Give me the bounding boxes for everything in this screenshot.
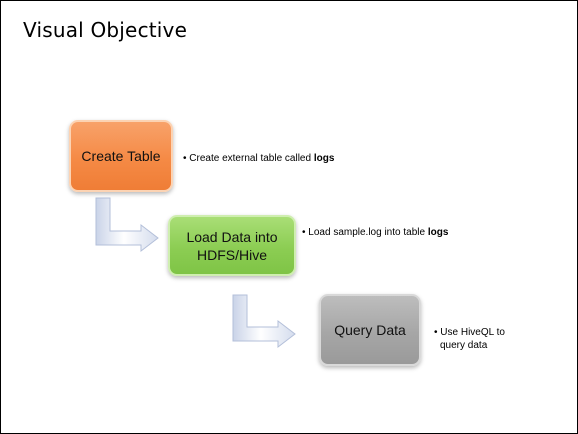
note-create-table: • Create external table called logs [183,152,334,165]
note-query-data: • Use HiveQL to query data [434,326,526,352]
bullet: • [302,227,306,238]
step-create-table: Create Table [69,120,173,192]
step-query-data: Query Data [319,294,421,366]
step-label: Create Table [81,148,161,164]
step-label-line: HDFS/Hive [196,246,267,263]
bullet: • [434,327,438,338]
bent-arrow-icon [95,197,159,253]
slide-title: Visual Objective [23,18,188,42]
note-text: Create external table called [189,153,314,164]
step-load-data: Load Data into HDFS/Hive [168,215,296,276]
note-bold-text: logs [427,227,449,238]
step-label-line: Load Data into [186,228,278,245]
bent-arrow-icon [232,294,296,349]
step-label: Load Data into HDFS/Hive [186,228,277,264]
note-text: Use HiveQL to [440,327,505,338]
note-line: • Use HiveQL to [434,326,526,339]
note-text: Load sample.log into table [308,227,428,238]
note-line: query data [440,340,488,351]
bullet: • [183,153,187,164]
note-load-data: • Load sample.log into table logs [302,226,448,239]
step-label: Query Data [334,322,406,338]
note-bold-text: logs [313,153,335,164]
